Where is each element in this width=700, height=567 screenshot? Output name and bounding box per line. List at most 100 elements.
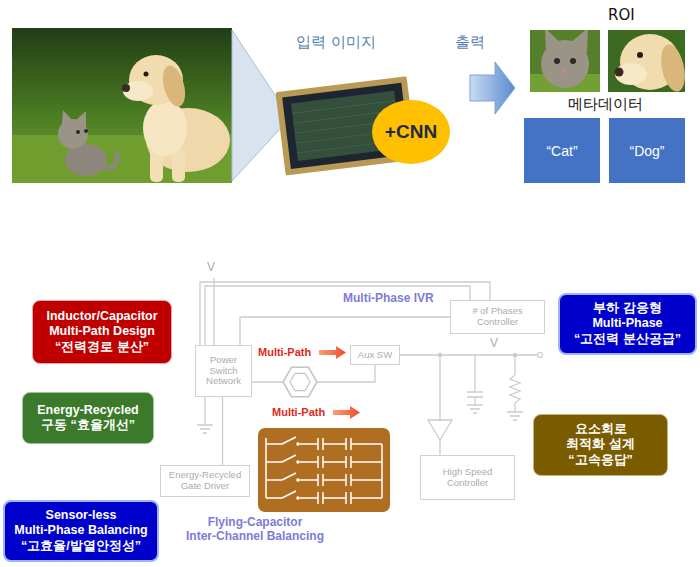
dog-leg	[172, 150, 185, 182]
kitten-eye	[554, 58, 560, 64]
dog-eye	[144, 72, 149, 77]
word-run: Switch	[210, 365, 238, 376]
word-run: SW	[377, 349, 392, 360]
output-arrow	[470, 62, 515, 114]
junction-dot	[438, 353, 442, 357]
word-run: Energy-Recycled	[37, 403, 138, 417]
word-run: 요소회로	[575, 422, 627, 436]
circuit-block: Aux SW	[350, 345, 400, 365]
word-run: +CNN	[385, 121, 437, 142]
word-run: 최적화	[566, 437, 605, 451]
dog-muzzle	[123, 81, 153, 101]
node-text: Power Switch Network	[199, 355, 248, 388]
wire-connector	[240, 317, 450, 345]
feature-callout: Inductor/Capacitor Multi-Path Design“전력경…	[32, 300, 172, 364]
word-run: 분산공급”	[623, 332, 681, 346]
dog-muzzle	[615, 63, 647, 85]
kitten-ear	[570, 30, 588, 53]
dog-nose	[615, 68, 624, 77]
node-text: Inductor/Capacitor Multi-Path Design	[39, 309, 165, 340]
resistor-symbol	[510, 375, 520, 403]
circuit-block: Energy-Recycled Gate Driver	[160, 465, 250, 497]
word-run: ROI	[608, 6, 635, 24]
dog-ear	[657, 42, 685, 92]
word-run: Gate	[181, 480, 202, 491]
word-run: “고효율/발열안정성”	[21, 539, 141, 553]
cnn-badge: +CNN	[372, 100, 450, 164]
output-terminal	[538, 353, 543, 358]
node-text: “고속응답”	[568, 453, 633, 468]
word-run: Controller	[447, 477, 488, 488]
word-run: Controller	[477, 316, 518, 327]
flying-capacitor-array	[258, 428, 390, 512]
node-text: “고전력 분산공급”	[574, 332, 681, 347]
switch-contact	[296, 460, 300, 464]
comparator-symbol	[428, 420, 452, 440]
word-run: “전력경로	[55, 340, 113, 354]
kitten-ear	[76, 111, 86, 126]
input-photo	[12, 28, 232, 183]
kitten-ear	[62, 110, 72, 124]
photo-background	[12, 28, 232, 183]
voltage-label: V	[490, 336, 498, 350]
word-run: Energy-Recycled	[169, 469, 241, 480]
node-text: # of Phases Controller	[454, 306, 541, 328]
switch-contact	[296, 496, 300, 500]
switch-capacitor-symbols	[266, 437, 382, 504]
switch-contact	[296, 478, 300, 482]
node-text: Aux SW	[358, 350, 392, 361]
word-run: 부하	[593, 301, 619, 315]
word-run: V	[207, 260, 215, 274]
kitten-eye	[84, 129, 88, 133]
feature-callout: 부하 감응형 Multi-Phase“고전력 분산공급”	[558, 293, 697, 355]
dog-eye	[637, 52, 643, 58]
circuit-block: Power Switch Network	[195, 345, 252, 397]
path-label: Multi-Path	[272, 406, 325, 419]
block-caption: Flying-Capacitor Inter-Channel Balancing	[180, 515, 330, 544]
word-run: Balancing	[88, 523, 148, 537]
voltage-label: V	[207, 260, 215, 274]
word-run: Multi-Phase	[14, 523, 84, 537]
feature-callout: Energy-Recycled구동 “효율개선”	[22, 392, 154, 444]
word-run: “고전력	[574, 332, 619, 346]
kitten-eye	[570, 58, 576, 64]
word-run: 출력	[455, 33, 485, 51]
kitten-ear	[545, 30, 562, 52]
word-run: Multi-Path	[49, 324, 109, 338]
word-run: 감응형	[623, 301, 662, 315]
word-run: High	[443, 466, 463, 477]
word-run: Driver	[204, 480, 229, 491]
word-run: 분산”	[117, 340, 149, 354]
junction-dot	[513, 353, 517, 357]
word-run: Sensor-less	[46, 508, 117, 522]
word-run: IVR	[414, 291, 434, 305]
word-run: Balancing	[267, 529, 324, 543]
node-text: 부하 감응형 Multi-Phase	[569, 301, 687, 332]
word-run: Power	[210, 354, 237, 365]
node-text: 요소회로 최적화 설계	[559, 422, 643, 453]
coupled-inductor-inner	[290, 373, 310, 390]
roi-label: ROI	[608, 6, 635, 24]
node-text: Energy-Recycled	[37, 403, 138, 418]
node-text: “전력경로 분산”	[55, 340, 149, 355]
kitten-tail	[104, 152, 117, 168]
word-run: 설계	[609, 437, 635, 451]
word-run: Multi-Path	[272, 406, 325, 418]
word-run: Multi-Phase	[592, 316, 662, 330]
feature-callout: Sensor-less Multi-Phase Balancing “고효율/발열…	[3, 500, 159, 562]
word-run: “효율개선”	[70, 418, 135, 432]
metadata-box: “Dog”	[609, 118, 685, 183]
multi-path-arrow	[333, 406, 360, 419]
stage-label: 입력 이미지	[296, 33, 376, 51]
word-run: 메타데이터	[568, 95, 643, 113]
word-run: “Dog”	[629, 143, 664, 159]
word-run: “고속응답”	[568, 453, 633, 467]
node-text: “Dog”	[629, 143, 664, 159]
node-text: 구동 “효율개선”	[41, 418, 135, 433]
node-text: Energy-Recycled Gate Driver	[164, 470, 246, 492]
node-text: “Cat”	[546, 143, 577, 159]
node-text: “고효율/발열안정성”	[21, 539, 141, 554]
feature-callout: 요소회로 최적화 설계“고속응답”	[533, 414, 668, 476]
word-run: 구동	[41, 418, 67, 432]
